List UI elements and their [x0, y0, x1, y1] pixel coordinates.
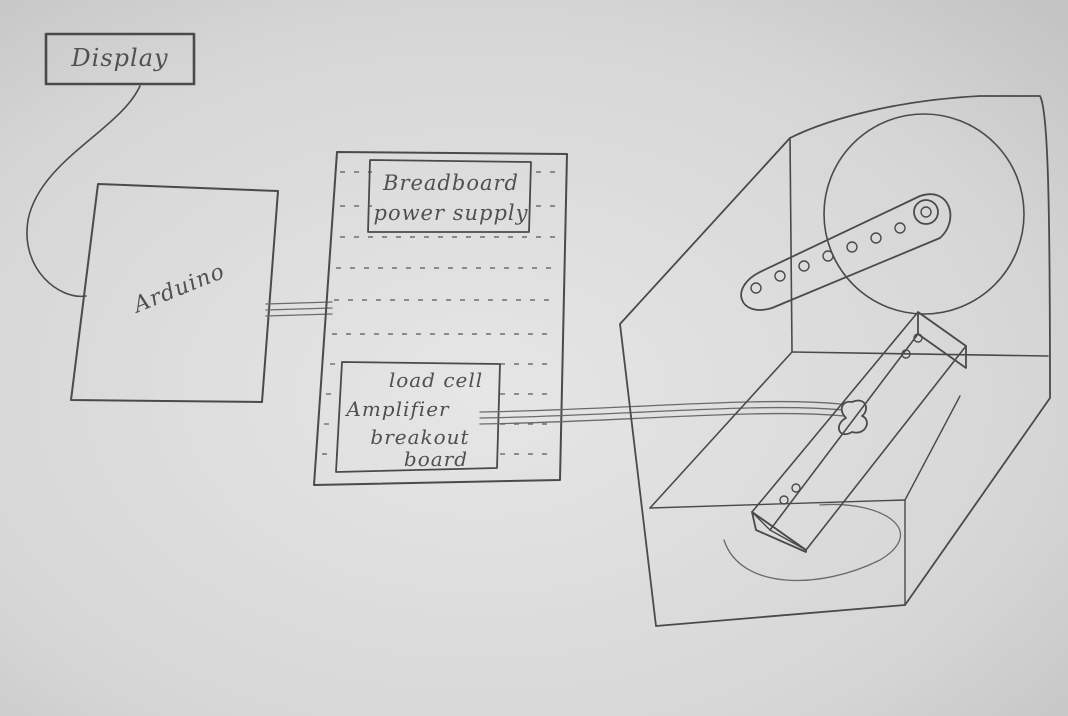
power-supply-label-line1: Breadboard — [382, 171, 519, 195]
power-supply-label-line2: power supply — [374, 201, 529, 225]
display-label: Display — [70, 44, 168, 72]
amp-label-line2: Amplifier — [344, 397, 450, 421]
amp-label-line1: load cell — [389, 368, 483, 392]
amp-label-line4: board — [404, 447, 468, 471]
amp-label-line3: breakout — [370, 425, 469, 449]
